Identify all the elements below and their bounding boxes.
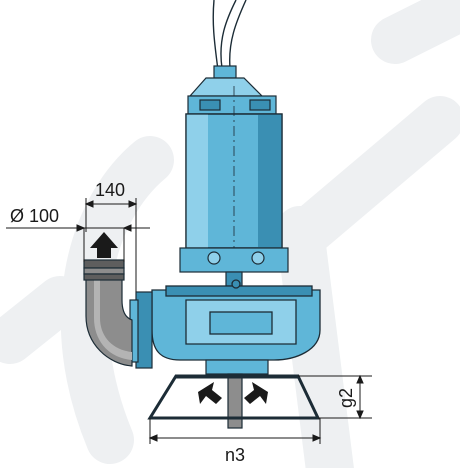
dimension-n3-label: n3 (225, 445, 245, 465)
motor-top-cap (187, 65, 277, 115)
diagonal-arrow-icon (198, 382, 268, 404)
power-cable (212, 0, 247, 71)
dimension-g2 (298, 374, 372, 420)
dimension-140 (84, 198, 138, 292)
dimension-n3 (148, 418, 322, 444)
dimension-diameter-label: Ø 100 (10, 206, 59, 226)
dimension-140-label: 140 (95, 180, 125, 200)
discharge-elbow-pipe (83, 259, 133, 367)
volute-casing (151, 279, 321, 361)
dimension-diameter (6, 224, 150, 262)
pump-inlet (205, 359, 269, 429)
up-arrow-icon (90, 232, 118, 258)
motor-flange (179, 247, 289, 287)
dimension-g2-label: g2 (336, 388, 356, 408)
motor-housing (185, 86, 283, 380)
discharge-flange (129, 291, 153, 369)
